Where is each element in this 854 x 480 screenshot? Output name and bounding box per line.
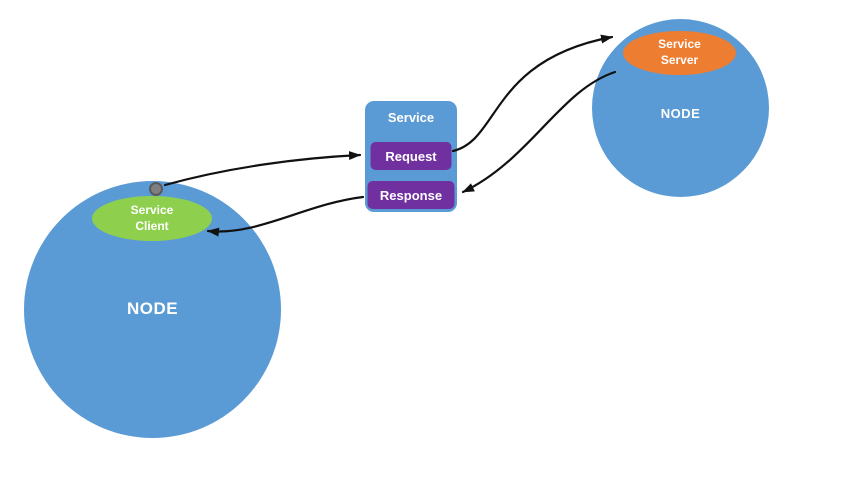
client-to-request-arrow — [163, 151, 362, 187]
service-client-label-line1: Service — [130, 202, 174, 217]
request-box: Request — [370, 142, 452, 170]
service-box: Service Request Response — [365, 101, 457, 212]
left-node-label: NODE — [126, 299, 179, 318]
service-client-ellipse: Service Client — [92, 196, 212, 241]
service-server-label-line1: Service — [658, 37, 701, 52]
service-box-title: Service — [387, 110, 435, 125]
service-client-label-line2: Client — [135, 218, 169, 233]
right-node-label: NODE — [660, 106, 701, 121]
response-box: Response — [367, 181, 455, 209]
request-to-server-arrow — [451, 34, 614, 153]
connection-dot — [149, 182, 163, 196]
service-server-label-line2: Server — [660, 53, 699, 67]
server-to-response-arrow — [461, 70, 617, 194]
service-server-ellipse: Service Server — [623, 31, 736, 75]
